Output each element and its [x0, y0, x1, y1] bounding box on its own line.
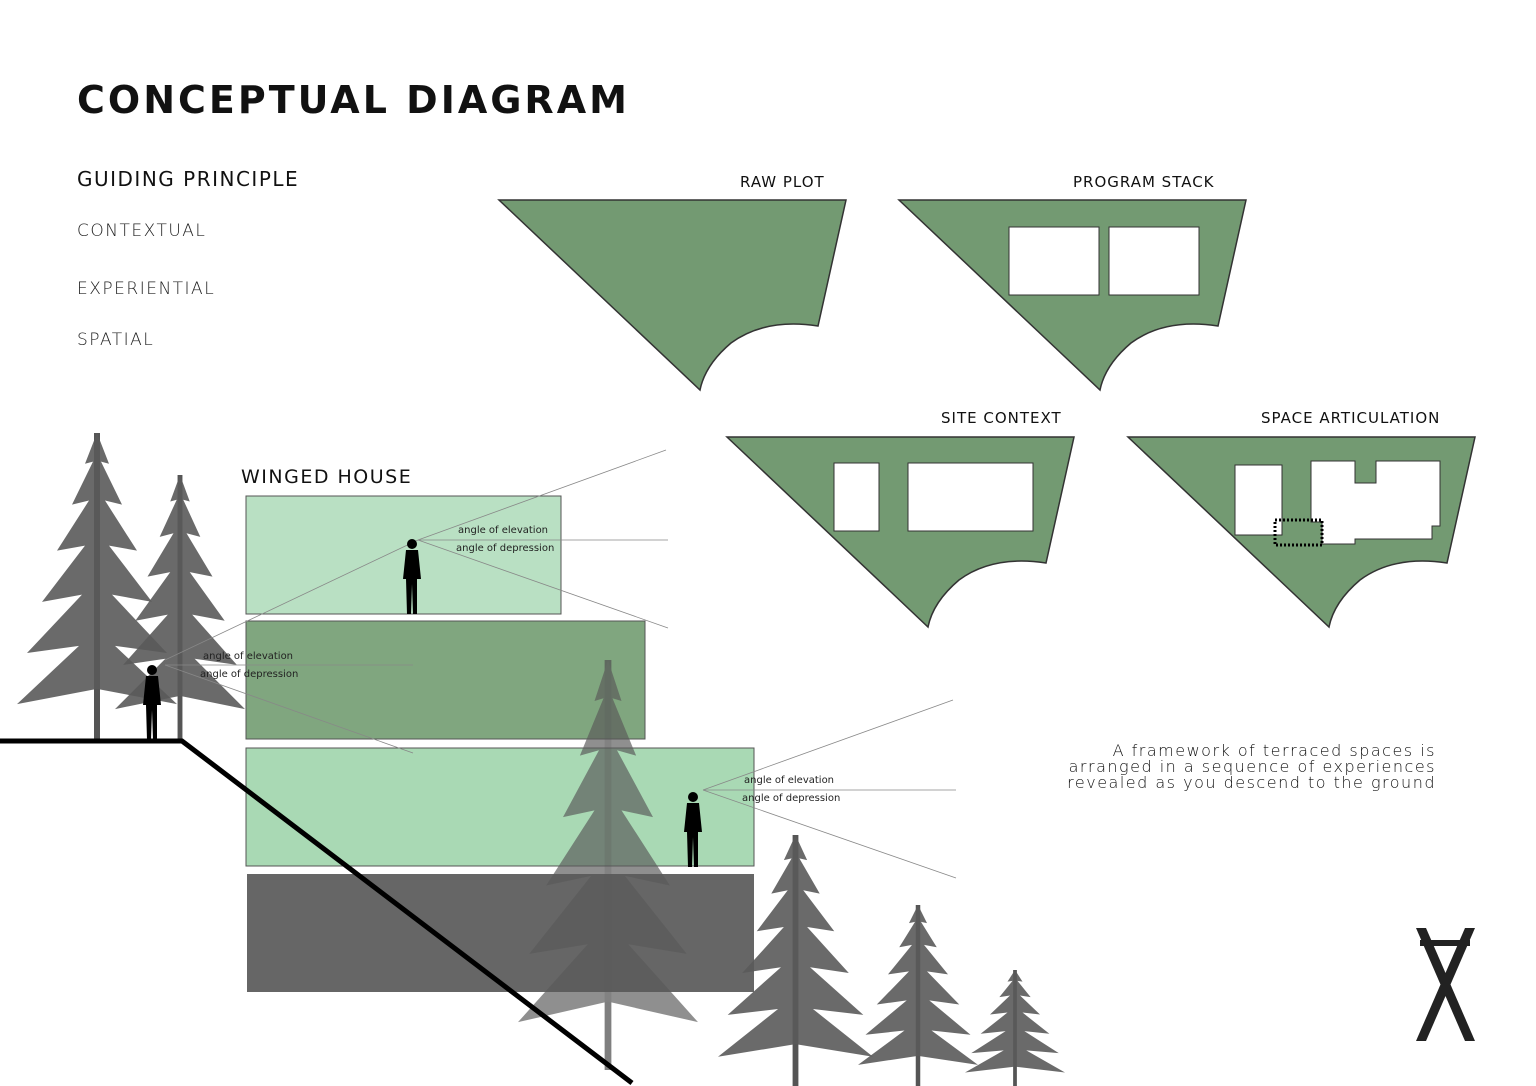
principle-contextual: CONTEXTUAL [77, 221, 207, 241]
description-text: A framework of terraced spaces is arrang… [1067, 741, 1436, 792]
pine-tree-icon [965, 970, 1065, 1086]
angle-depression-label: angle of depression [742, 793, 840, 804]
space-articulation-label: SPACE ARTICULATION [1261, 409, 1441, 427]
angle-depression-label: angle of depression [200, 669, 298, 680]
angle-elevation-label: angle of elevation [203, 651, 293, 662]
pine-tree-icon [858, 905, 978, 1086]
space-articulation-diagram [1127, 436, 1476, 628]
page-title: CONCEPTUAL DIAGRAM [77, 78, 630, 122]
program-stack-diagram [898, 199, 1247, 391]
logo-icon [1416, 928, 1475, 1041]
terrace-level-2 [245, 620, 646, 740]
principle-spatial: SPATIAL [77, 330, 155, 350]
terrace-base [247, 874, 754, 992]
angle-elevation-label: angle of elevation [744, 775, 834, 786]
guiding-principle-heading: GUIDING PRINCIPLE [77, 167, 300, 191]
pine-tree-icon [115, 475, 245, 740]
site-context-label: SITE CONTEXT [941, 409, 1062, 427]
winged-house-title: WINGED HOUSE [241, 466, 413, 488]
site-context-diagram [726, 436, 1075, 628]
raw-plot-diagram [498, 199, 847, 391]
ground-line [0, 738, 634, 1085]
principle-experiential: EXPERIENTIAL [77, 279, 216, 299]
program-stack-label: PROGRAM STACK [1073, 173, 1215, 191]
terrace-level-1 [245, 495, 562, 615]
terrace-level-3 [245, 747, 755, 867]
angle-depression-label: angle of depression [456, 543, 554, 554]
sight-lines [164, 449, 957, 879]
angle-elevation-label: angle of elevation [458, 525, 548, 536]
raw-plot-label: RAW PLOT [740, 173, 825, 191]
